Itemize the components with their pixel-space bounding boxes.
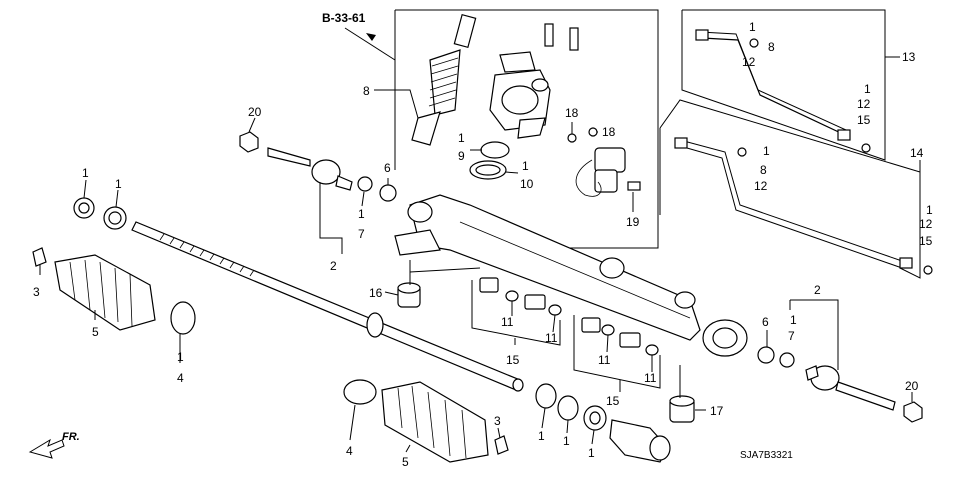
nut-6-left <box>379 184 397 202</box>
callout-6-right: 6 <box>762 315 769 329</box>
callout-15c: 15 <box>857 113 871 127</box>
reference-label: B-33-61 <box>322 11 366 25</box>
boot-5-right <box>381 381 489 463</box>
callout-13: 13 <box>902 50 916 64</box>
seal-9 <box>480 141 510 159</box>
front-direction-label: FR. <box>62 431 80 443</box>
callout-3-right: 3 <box>494 414 501 428</box>
callout-1n: 1 <box>588 446 595 460</box>
callout-17: 17 <box>710 404 724 418</box>
callout-15d: 15 <box>919 234 933 248</box>
reference-arrow-icon <box>366 33 376 41</box>
callout-1j: 1 <box>926 203 933 217</box>
callout-9: 9 <box>458 149 465 163</box>
seal-1l <box>535 383 557 409</box>
rack-housing-part <box>394 194 748 357</box>
callout-10: 10 <box>520 177 534 191</box>
reference-leader <box>344 27 396 61</box>
cylinder-end-part <box>609 419 671 463</box>
callout-18a: 18 <box>565 106 579 120</box>
callout-18b: 18 <box>602 125 616 139</box>
callout-8c: 8 <box>760 163 767 177</box>
diagram-code: SJA7B3321 <box>740 450 793 461</box>
bushing-16-part <box>397 282 421 308</box>
callout-8b: 8 <box>768 40 775 54</box>
callout-1d: 1 <box>458 131 465 145</box>
sensor-assembly-part <box>575 147 641 197</box>
callout-1k: 1 <box>790 313 797 327</box>
pipe-group-frame-13 <box>681 9 886 161</box>
pipe-group-frame-14 <box>659 99 921 279</box>
callout-3-left: 3 <box>33 285 40 299</box>
callout-11c: 11 <box>598 353 611 367</box>
washer-7-right <box>779 352 795 368</box>
callout-1h: 1 <box>864 82 871 96</box>
callout-20-right: 20 <box>905 379 919 393</box>
callout-11d: 11 <box>644 371 657 385</box>
callout-1f: 1 <box>358 207 365 221</box>
callout-16: 16 <box>369 286 383 300</box>
tie-rod-end-left <box>267 147 353 191</box>
callout-2-left: 2 <box>330 259 337 273</box>
callout-12b: 12 <box>857 97 871 111</box>
fittings-15a <box>479 277 562 316</box>
bushing-17-part <box>669 395 695 423</box>
callout-11a: 11 <box>501 315 514 329</box>
band-4-left <box>170 301 196 335</box>
nut-20-left <box>239 131 259 153</box>
tie-rod-end-right <box>805 365 896 411</box>
callout-1l: 1 <box>538 429 545 443</box>
pinion-shaft-part <box>411 13 477 146</box>
callout-12a: 12 <box>742 55 756 69</box>
callout-1i: 1 <box>763 144 770 158</box>
callout-19: 19 <box>626 215 640 229</box>
o-ring-18b <box>588 127 598 137</box>
callout-5-left: 5 <box>92 325 99 339</box>
callout-1c: 1 <box>177 350 184 364</box>
clip-3-left <box>32 247 47 267</box>
boot-5-left <box>54 254 156 331</box>
callout-20-left: 20 <box>248 105 262 119</box>
pipe-14-part <box>674 137 933 275</box>
callout-15b: 15 <box>606 394 620 408</box>
callout-1e: 1 <box>522 159 529 173</box>
o-ring-18a <box>567 133 577 143</box>
callout-7-right: 7 <box>788 329 795 343</box>
fitting-box-15a <box>471 280 561 346</box>
fittings-15b <box>581 317 659 356</box>
rack-bar-part <box>131 221 524 392</box>
callout-4-left: 4 <box>177 371 184 385</box>
pipe-13-part <box>695 29 871 153</box>
clip-3-right <box>494 435 509 455</box>
fitting-box-15b <box>573 315 661 389</box>
washer-7-left <box>357 176 373 192</box>
nut-20-right <box>903 401 923 423</box>
o-ring-pipe-13 <box>749 38 759 48</box>
callout-7-left: 7 <box>358 227 365 241</box>
callout-6-left: 6 <box>384 161 391 175</box>
callout-12c: 12 <box>754 179 768 193</box>
callout-8: 8 <box>363 84 370 98</box>
callout-4-right: 4 <box>346 444 353 458</box>
callout-12d: 12 <box>919 217 933 231</box>
leader-lines <box>39 56 921 453</box>
callout-14: 14 <box>910 146 924 160</box>
callout-2-right: 2 <box>814 283 821 297</box>
front-direction-indicator: FR. <box>28 431 80 459</box>
callout-1m: 1 <box>563 434 570 448</box>
valve-body-part <box>489 23 579 139</box>
callout-labels: 20 1 1 3 5 1 4 8 1 9 1 10 6 1 7 2 18 18 … <box>33 20 933 469</box>
callout-15a: 15 <box>506 353 520 367</box>
callout-11b: 11 <box>545 331 558 345</box>
callout-1b: 1 <box>115 177 122 191</box>
seal-1m <box>557 395 579 421</box>
callout-5-right: 5 <box>402 455 409 469</box>
callout-1a: 1 <box>82 166 89 180</box>
o-ring-pipe-14 <box>737 147 747 157</box>
band-4-right <box>343 379 377 405</box>
nut-6-right <box>757 346 775 364</box>
callout-1g: 1 <box>749 20 756 34</box>
